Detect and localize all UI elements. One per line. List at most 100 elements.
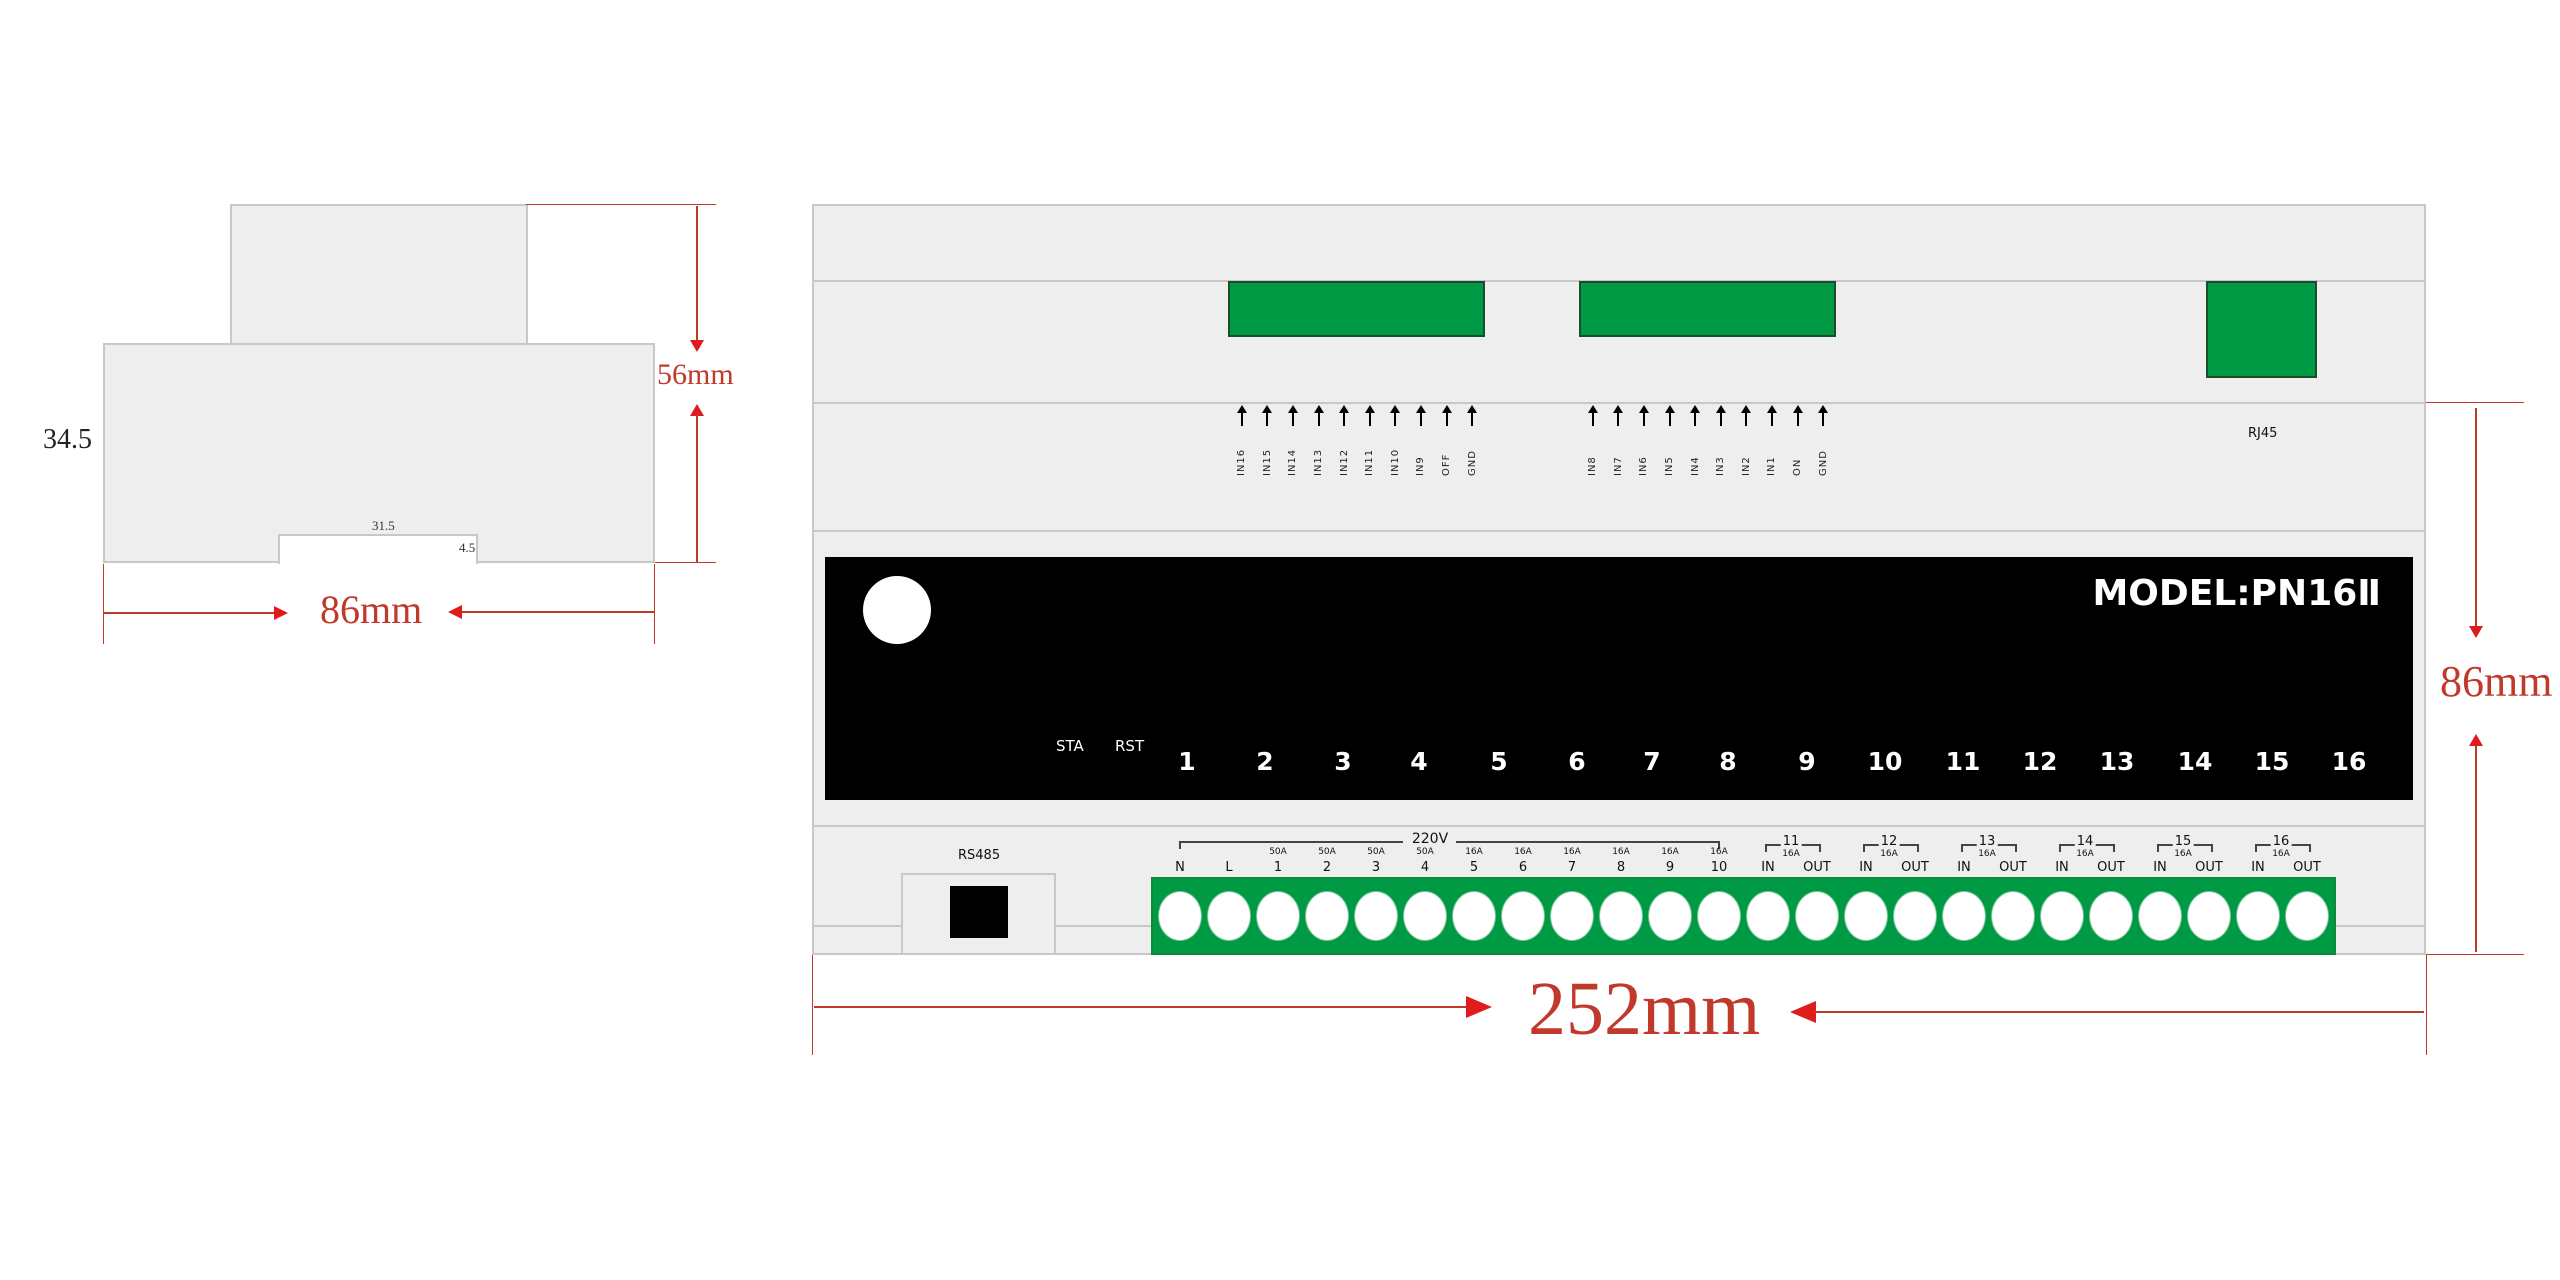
channel-6: 6: [1568, 747, 1586, 776]
pair-in: IN: [1957, 860, 1971, 875]
pin: IN10: [1383, 405, 1409, 476]
screw-terminal-icon: [1991, 891, 2035, 941]
width-ext-right: [654, 564, 655, 644]
left-pin-labels: IN16 IN15 IN14 IN13 IN12 IN11 IN10 IN9 O…: [1229, 405, 1485, 476]
rs485-port: [950, 886, 1008, 938]
pin: IN16: [1229, 405, 1255, 476]
rs485-label: RS485: [958, 848, 1001, 863]
pair-out: OUT: [1803, 860, 1831, 875]
screw-terminal-icon: [1746, 891, 1790, 941]
pair-amp: 16A: [1880, 849, 1898, 859]
height-dim-line-top: [696, 206, 698, 342]
pin: IN7: [1606, 405, 1632, 476]
sta-label: STA: [1056, 737, 1084, 755]
arrow-up-icon: [1792, 405, 1803, 426]
pair-in: IN: [2153, 860, 2167, 875]
channel-9: 9: [1798, 747, 1816, 776]
screw-terminal-icon: [1256, 891, 1300, 941]
pair-out: OUT: [2195, 860, 2223, 875]
front-height-line-bottom: [2475, 746, 2477, 952]
notch-depth-label: 4.5: [459, 540, 476, 555]
pin: IN4: [1682, 405, 1708, 476]
status-led-icon: [863, 576, 931, 644]
front-width-line-left: [814, 1006, 1484, 1008]
pin: IN14: [1280, 405, 1306, 476]
arrow-up-icon: [1818, 405, 1829, 426]
amp-10: 16A: [1710, 847, 1728, 857]
terminal-label-l: L: [1225, 860, 1233, 875]
width-arrow-left-icon: [448, 605, 462, 619]
pin: GND: [1810, 405, 1836, 476]
arrow-up-icon: [1467, 405, 1478, 426]
front-height-ext-top: [2426, 402, 2524, 403]
amp-5: 16A: [1465, 847, 1483, 857]
rj45-label: RJ45: [2248, 426, 2278, 441]
pair-out: OUT: [1999, 860, 2027, 875]
height-dimension-label: 56mm: [657, 358, 734, 391]
channel-10: 10: [1867, 747, 1903, 776]
channel-2: 2: [1256, 747, 1274, 776]
pin: ON: [1785, 405, 1811, 476]
pin: GND: [1459, 405, 1485, 476]
pin: IN8: [1580, 405, 1606, 476]
front-height-arrow-up-icon: [2469, 734, 2483, 746]
width-dimension-label: 86mm: [320, 587, 423, 632]
pin: OFF: [1434, 405, 1460, 476]
screw-terminal-icon: [1697, 891, 1741, 941]
front-width-arrow-right-icon: [1466, 996, 1492, 1018]
pin: IN2: [1734, 405, 1760, 476]
screw-terminal-icon: [1207, 891, 1251, 941]
pair-amp: 16A: [2174, 849, 2192, 859]
screw-terminal-icon: [1403, 891, 1447, 941]
pair-out: OUT: [1901, 860, 1929, 875]
pair-amp: 16A: [1782, 849, 1800, 859]
channel-15: 15: [2254, 747, 2290, 776]
terminal-label-2: 2: [1322, 860, 1332, 875]
front-height-dimension-label: 86mm: [2440, 657, 2553, 706]
width-ext-left: [103, 564, 104, 644]
pin: IN9: [1408, 405, 1434, 476]
arrow-up-icon: [1262, 405, 1273, 426]
pair-number: 13: [1976, 834, 1998, 849]
screw-terminal-icon: [2138, 891, 2182, 941]
model-label: MODEL:PN16Ⅱ: [2092, 573, 2381, 614]
channel-1: 1: [1178, 747, 1196, 776]
220v-bracket-left: [1179, 841, 1403, 849]
screw-terminal-icon: [1893, 891, 1937, 941]
front-width-line-right: [1814, 1011, 2424, 1013]
pair-out: OUT: [2293, 860, 2321, 875]
amp-8: 16A: [1612, 847, 1630, 857]
channel-16: 16: [2331, 747, 2367, 776]
height-dim-line-bottom: [696, 414, 698, 562]
pair-number: 14: [2074, 834, 2096, 849]
channel-7: 7: [1643, 747, 1661, 776]
arrow-up-icon: [1390, 405, 1401, 426]
screw-terminal-icon: [1305, 891, 1349, 941]
pair-number: 15: [2172, 834, 2194, 849]
terminal-label-8: 8: [1616, 860, 1626, 875]
screw-terminal-icon: [2285, 891, 2329, 941]
screw-terminal-icon: [2089, 891, 2133, 941]
height-arrow-down-icon: [690, 340, 704, 352]
terminal-label-9: 9: [1665, 860, 1675, 875]
terminal-label-1: 1: [1273, 860, 1283, 875]
amp-7: 16A: [1563, 847, 1581, 857]
pair-number: 16: [2270, 834, 2292, 849]
housing-divider-4: [812, 825, 2426, 827]
terminal-label-5: 5: [1469, 860, 1479, 875]
pin: IN13: [1306, 405, 1332, 476]
screw-terminal-icon: [2040, 891, 2084, 941]
pin: IN6: [1631, 405, 1657, 476]
housing-divider-3: [812, 530, 2426, 532]
pin: IN11: [1357, 405, 1383, 476]
channel-12: 12: [2022, 747, 2058, 776]
front-width-ext-right: [2426, 955, 2427, 1055]
pair-number: 12: [1878, 834, 1900, 849]
voltage-label: 220V: [1411, 831, 1449, 847]
input-connector-right: [1579, 281, 1836, 337]
arrow-up-icon: [1441, 405, 1452, 426]
channel-4: 4: [1410, 747, 1428, 776]
arrow-up-icon: [1741, 405, 1752, 426]
arrow-up-icon: [1415, 405, 1426, 426]
screw-terminal-icon: [2187, 891, 2231, 941]
